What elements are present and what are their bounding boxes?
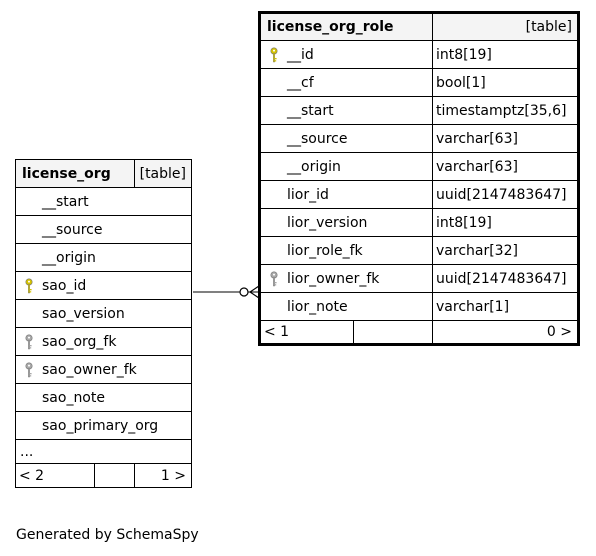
column-name-cell: sao_primary_org	[15, 411, 192, 440]
column-row[interactable]: __source varchar[63]	[259, 124, 579, 153]
column-name-cell: sao_version	[15, 299, 192, 328]
more-columns-row: ...	[15, 439, 192, 464]
column-name-cell: sao_owner_fk	[15, 355, 192, 384]
column-row[interactable]: sao_note	[15, 383, 192, 412]
column-name-cell: sao_id	[15, 271, 192, 300]
column-name-cell: __origin	[15, 243, 192, 272]
column-row[interactable]: sao_owner_fk	[15, 355, 192, 384]
nav-spacer	[353, 320, 433, 345]
table-header: license_org [table]	[15, 159, 192, 188]
column-name: sao_owner_fk	[42, 361, 137, 378]
column-type: varchar[32]	[432, 236, 579, 265]
column-row[interactable]: lior_role_fk varchar[32]	[259, 236, 579, 265]
column-type: timestamptz[35,6]	[432, 96, 579, 125]
children-count: 1 >	[134, 463, 192, 488]
foreign-key-icon	[25, 334, 33, 350]
column-name: sao_primary_org	[42, 417, 159, 434]
column-name: lior_role_fk	[287, 242, 363, 259]
column-row[interactable]: lior_note varchar[1]	[259, 292, 579, 321]
table-license-org[interactable]: license_org [table] __start __source __ori…	[15, 159, 192, 488]
column-name-cell: lior_note	[259, 292, 433, 321]
column-type: uuid[2147483647]	[432, 180, 579, 209]
column-name-cell: __source	[15, 215, 192, 244]
column-name: __origin	[287, 158, 341, 175]
column-name-cell: __start	[259, 96, 433, 125]
column-name: sao_version	[42, 305, 125, 322]
column-type: int8[19]	[432, 208, 579, 237]
column-name-cell: lior_id	[259, 180, 433, 209]
table-kind: [table]	[134, 159, 192, 188]
zero-cardinality-circle	[239, 287, 249, 297]
column-type: varchar[63]	[432, 124, 579, 153]
column-name: __origin	[42, 249, 96, 266]
column-row[interactable]: lior_id uuid[2147483647]	[259, 180, 579, 209]
foreign-key-icon	[25, 362, 33, 378]
children-count: 0 >	[432, 320, 579, 345]
foreign-key-icon	[270, 271, 278, 287]
nav-spacer	[94, 463, 135, 488]
table-name: license_org_role	[259, 12, 433, 41]
column-row[interactable]: __cf bool[1]	[259, 68, 579, 97]
column-row[interactable]: __start timestamptz[35,6]	[259, 96, 579, 125]
column-name-cell: __id	[259, 40, 433, 69]
column-row[interactable]: sao_org_fk	[15, 327, 192, 356]
column-type: varchar[63]	[432, 152, 579, 181]
primary-key-icon	[270, 47, 278, 63]
column-row[interactable]: sao_version	[15, 299, 192, 328]
column-row[interactable]: sao_primary_org	[15, 411, 192, 440]
column-row[interactable]: __origin varchar[63]	[259, 152, 579, 181]
column-row[interactable]: lior_version int8[19]	[259, 208, 579, 237]
table-header: license_org_role [table]	[259, 12, 579, 41]
column-type: bool[1]	[432, 68, 579, 97]
column-name-cell: __origin	[259, 152, 433, 181]
column-name: sao_note	[42, 389, 105, 406]
table-name: license_org	[15, 159, 135, 188]
column-row[interactable]: __id int8[19]	[259, 40, 579, 69]
column-name: __start	[42, 193, 89, 210]
column-name-cell: lior_version	[259, 208, 433, 237]
column-row[interactable]: __source	[15, 215, 192, 244]
column-row[interactable]: lior_owner_fk uuid[2147483647]	[259, 264, 579, 293]
crowfoot-lower	[249, 291, 260, 299]
column-type: uuid[2147483647]	[432, 264, 579, 293]
column-name: __source	[42, 221, 103, 238]
column-name: __source	[287, 130, 348, 147]
parents-count: < 1	[259, 320, 354, 345]
column-name: lior_id	[287, 186, 329, 203]
column-name-cell: __start	[15, 187, 192, 216]
column-row[interactable]: sao_id	[15, 271, 192, 300]
column-type: int8[19]	[432, 40, 579, 69]
column-row[interactable]: __start	[15, 187, 192, 216]
relationship-count-row: < 1 0 >	[259, 320, 579, 345]
column-name: __id	[287, 46, 314, 63]
footer-generated-by: Generated by SchemaSpy	[16, 527, 199, 543]
column-name: sao_id	[42, 277, 87, 294]
primary-key-icon	[25, 278, 33, 294]
column-row[interactable]: __origin	[15, 243, 192, 272]
column-name: __start	[287, 102, 334, 119]
table-kind: [table]	[432, 12, 579, 41]
more-columns-ellipsis: ...	[15, 439, 192, 464]
crowfoot-upper	[249, 285, 260, 293]
column-name-cell: __cf	[259, 68, 433, 97]
column-name-cell: sao_note	[15, 383, 192, 412]
column-name: lior_version	[287, 214, 368, 231]
parents-count: < 2	[15, 463, 95, 488]
column-name: sao_org_fk	[42, 333, 117, 350]
column-type: varchar[1]	[432, 292, 579, 321]
column-name-cell: lior_owner_fk	[259, 264, 433, 293]
column-name-cell: lior_role_fk	[259, 236, 433, 265]
column-name: lior_owner_fk	[287, 270, 380, 287]
column-name: __cf	[287, 74, 314, 91]
column-name-cell: __source	[259, 124, 433, 153]
column-name-cell: sao_org_fk	[15, 327, 192, 356]
column-name: lior_note	[287, 298, 348, 315]
relationship-count-row: < 2 1 >	[15, 463, 192, 488]
